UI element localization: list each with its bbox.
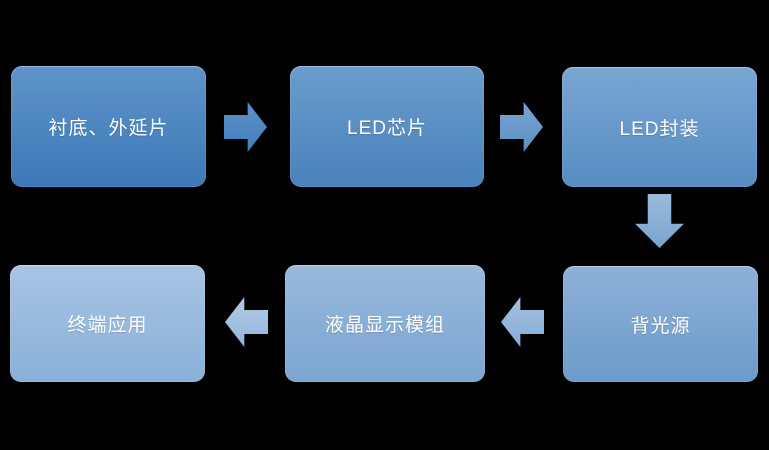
node-label: LED芯片: [347, 118, 427, 139]
node-label: 背光源: [630, 315, 691, 337]
node-led-chip: LED芯片: [290, 66, 484, 187]
node-backlight-source: 背光源: [563, 266, 758, 382]
node-label: 衬底、外延片: [48, 118, 169, 139]
arrow-right-icon: [224, 102, 267, 152]
arrow-left-icon: [225, 297, 268, 347]
node-label: LED封装: [619, 118, 700, 140]
node-label: 液晶显示模组: [324, 315, 445, 336]
arrow-down-icon: [635, 194, 684, 248]
arrow-right-icon: [500, 102, 543, 152]
node-substrate-epitaxial-wafer: 衬底、外延片: [11, 66, 206, 187]
node-led-package: LED封装: [562, 67, 757, 187]
node-lcd-display-module: 液晶显示模组: [285, 265, 485, 382]
node-end-application: 终端应用: [10, 265, 205, 382]
arrow-left-icon: [501, 297, 544, 347]
node-label: 终端应用: [67, 315, 148, 336]
